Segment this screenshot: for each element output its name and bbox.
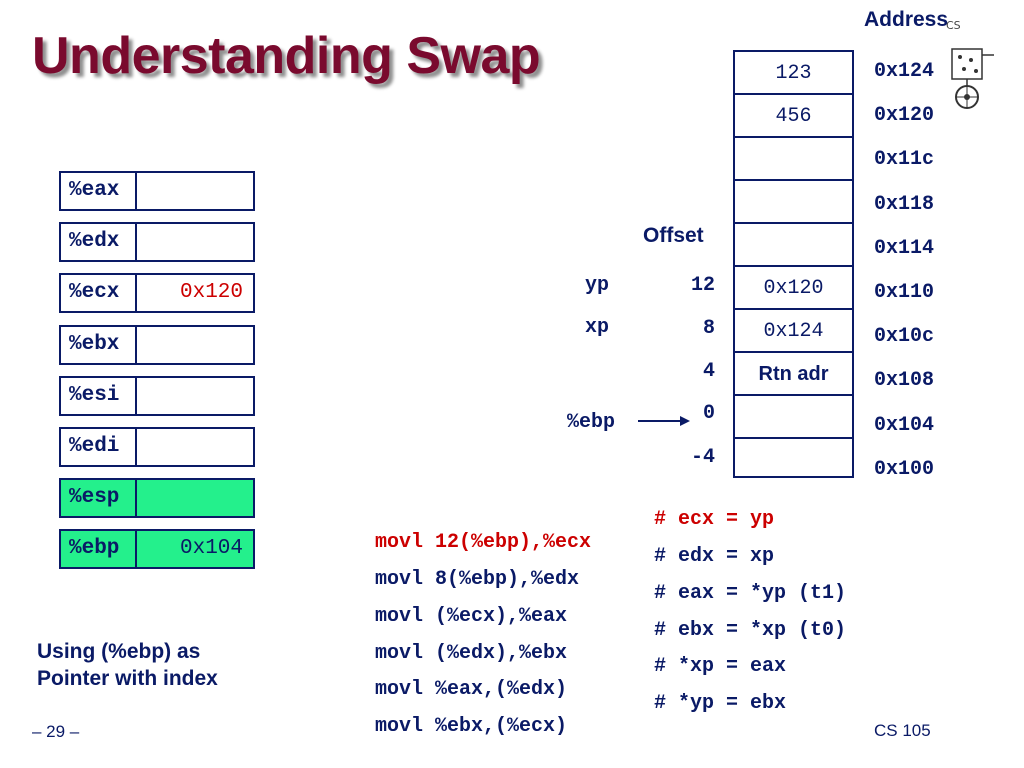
slide-title: Understanding Swap bbox=[32, 27, 541, 85]
offset-value: 8 bbox=[702, 317, 715, 340]
memory-address: 0x104 bbox=[874, 414, 935, 437]
code-line: movl %eax,(%edx) # *xp = eax bbox=[351, 655, 786, 701]
comment: # *yp = ebx bbox=[654, 692, 787, 715]
memory-cell: 456 bbox=[735, 95, 852, 138]
register-value bbox=[139, 173, 253, 209]
comment: # ecx = yp bbox=[654, 508, 775, 531]
memory-address: 0x110 bbox=[874, 281, 935, 304]
memory-cell bbox=[735, 396, 852, 439]
memory-cell bbox=[735, 439, 852, 482]
memory-address: 0x11c bbox=[874, 148, 935, 171]
memory-cell: 0x124 bbox=[735, 310, 852, 353]
memory-cell bbox=[735, 181, 852, 224]
instruction: movl (%ecx),%eax bbox=[375, 605, 568, 628]
instruction: movl 8(%ebp),%edx bbox=[375, 568, 580, 591]
memory-cell bbox=[735, 138, 852, 181]
note: Using (%ebp) as Pointer with index bbox=[37, 638, 218, 692]
logo-text: CS bbox=[946, 19, 961, 32]
register-edi: %edi bbox=[59, 427, 255, 467]
register-ebx: %ebx bbox=[59, 325, 255, 365]
page-number: – 29 – bbox=[32, 722, 80, 741]
register-edx: %edx bbox=[59, 222, 255, 262]
course-label: CS 105 bbox=[874, 721, 931, 740]
instruction: movl (%edx),%ebx bbox=[375, 642, 568, 665]
code-line: movl (%edx),%ebx # ebx = *xp (t0) bbox=[351, 619, 846, 665]
register-name: %edi bbox=[61, 429, 137, 465]
memory-address: 0x10c bbox=[874, 325, 935, 348]
comment: # edx = xp bbox=[654, 545, 775, 568]
comment: # eax = *yp (t1) bbox=[654, 582, 847, 605]
comment: # *xp = eax bbox=[654, 655, 787, 678]
offset-header: Offset bbox=[643, 224, 704, 247]
code-line: movl 8(%ebp),%edx # edx = xp bbox=[351, 545, 774, 591]
register-value bbox=[139, 480, 253, 516]
label-xp: xp bbox=[585, 316, 610, 339]
memory-cell: 0x120 bbox=[735, 267, 852, 310]
instruction: movl %ebx,(%ecx) bbox=[375, 715, 568, 738]
offset-value: -4 bbox=[690, 446, 715, 469]
register-esp: %esp bbox=[59, 478, 255, 518]
label-ebp: %ebp bbox=[567, 411, 616, 434]
register-name: %edx bbox=[61, 224, 137, 260]
instruction: movl 12(%ebp),%ecx bbox=[375, 531, 592, 554]
register-value bbox=[139, 327, 253, 363]
register-value bbox=[139, 429, 253, 465]
comment: # ebx = *xp (t0) bbox=[654, 619, 847, 642]
code-line: movl %ebx,(%ecx) # *yp = ebx bbox=[351, 692, 786, 738]
register-eax: %eax bbox=[59, 171, 255, 211]
memory-address: 0x124 bbox=[874, 60, 935, 83]
memory-address: 0x118 bbox=[874, 193, 935, 216]
register-name: %esp bbox=[61, 480, 137, 516]
register-ebp: %ebp 0x104 bbox=[59, 529, 255, 569]
register-name: %ebx bbox=[61, 327, 137, 363]
ebp-arrow bbox=[638, 416, 690, 426]
memory-address: 0x100 bbox=[874, 458, 935, 481]
register-value bbox=[139, 378, 253, 414]
memory-address: 0x108 bbox=[874, 369, 935, 392]
register-value: 0x120 bbox=[179, 281, 243, 304]
memory-cell: 123 bbox=[735, 52, 852, 95]
code-line: movl (%ecx),%eax # eax = *yp (t1) bbox=[351, 582, 846, 628]
register-ecx: %ecx 0x120 bbox=[59, 273, 255, 313]
offset-value: 4 bbox=[702, 360, 715, 383]
register-name: %esi bbox=[61, 378, 137, 414]
memory-stack: 123 456 0x120 0x124 Rtn adr bbox=[733, 50, 854, 478]
memory-cell: Rtn adr bbox=[735, 353, 852, 396]
register-esi: %esi bbox=[59, 376, 255, 416]
code-line: movl 12(%ebp),%ecx # ecx = yp bbox=[351, 508, 774, 554]
register-value bbox=[139, 224, 253, 260]
memory-address: 0x120 bbox=[874, 104, 935, 127]
register-name: %ebp bbox=[61, 531, 137, 567]
memory-address: 0x114 bbox=[874, 237, 935, 260]
offset-value: 12 bbox=[690, 274, 715, 297]
instruction: movl %eax,(%edx) bbox=[375, 678, 568, 701]
register-name: %eax bbox=[61, 173, 137, 209]
register-name: %ecx bbox=[61, 275, 137, 311]
course-logo-icon: CS bbox=[946, 19, 994, 109]
label-yp: yp bbox=[585, 274, 610, 297]
offset-value: 0 bbox=[702, 402, 715, 425]
address-header: Address bbox=[864, 8, 949, 31]
note-line: Pointer with index bbox=[37, 667, 218, 690]
memory-cell bbox=[735, 224, 852, 267]
note-line: Using (%ebp) as bbox=[37, 640, 201, 663]
register-value: 0x104 bbox=[179, 537, 243, 560]
